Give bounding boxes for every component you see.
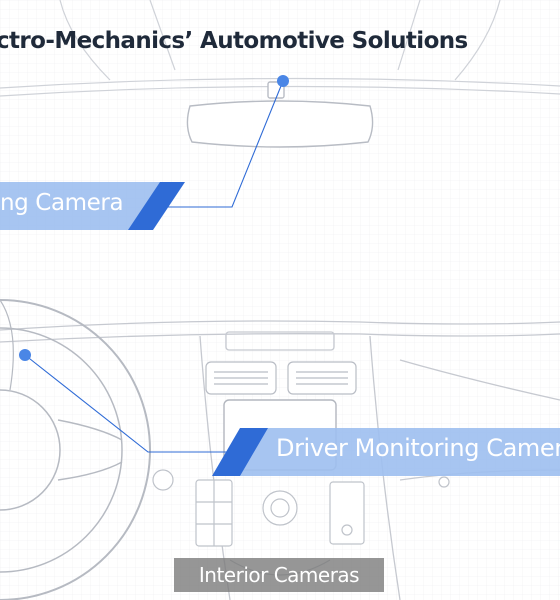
callout-1-marker-dot [277, 75, 289, 87]
callout-2-band [236, 428, 560, 476]
callout-2-accent [212, 428, 268, 476]
callout-1-accent [128, 182, 185, 230]
callout-2-leader-line [24, 354, 232, 453]
callout-2-label: Driver Monitoring Camer [276, 434, 560, 462]
steering-wheel [0, 299, 151, 600]
callout-1-label: ing Camera [0, 190, 124, 216]
interior-cameras-caption: Interior Cameras [174, 558, 384, 592]
callout-1 [0, 75, 289, 230]
callout-1-leader-line [163, 80, 284, 208]
callout-2-marker-dot [19, 349, 31, 361]
callout-2 [19, 349, 560, 476]
air-vents [205, 361, 357, 395]
page-title: ctro-Mechanics’ Automotive Solutions [0, 28, 468, 54]
callout-1-band [0, 182, 168, 230]
